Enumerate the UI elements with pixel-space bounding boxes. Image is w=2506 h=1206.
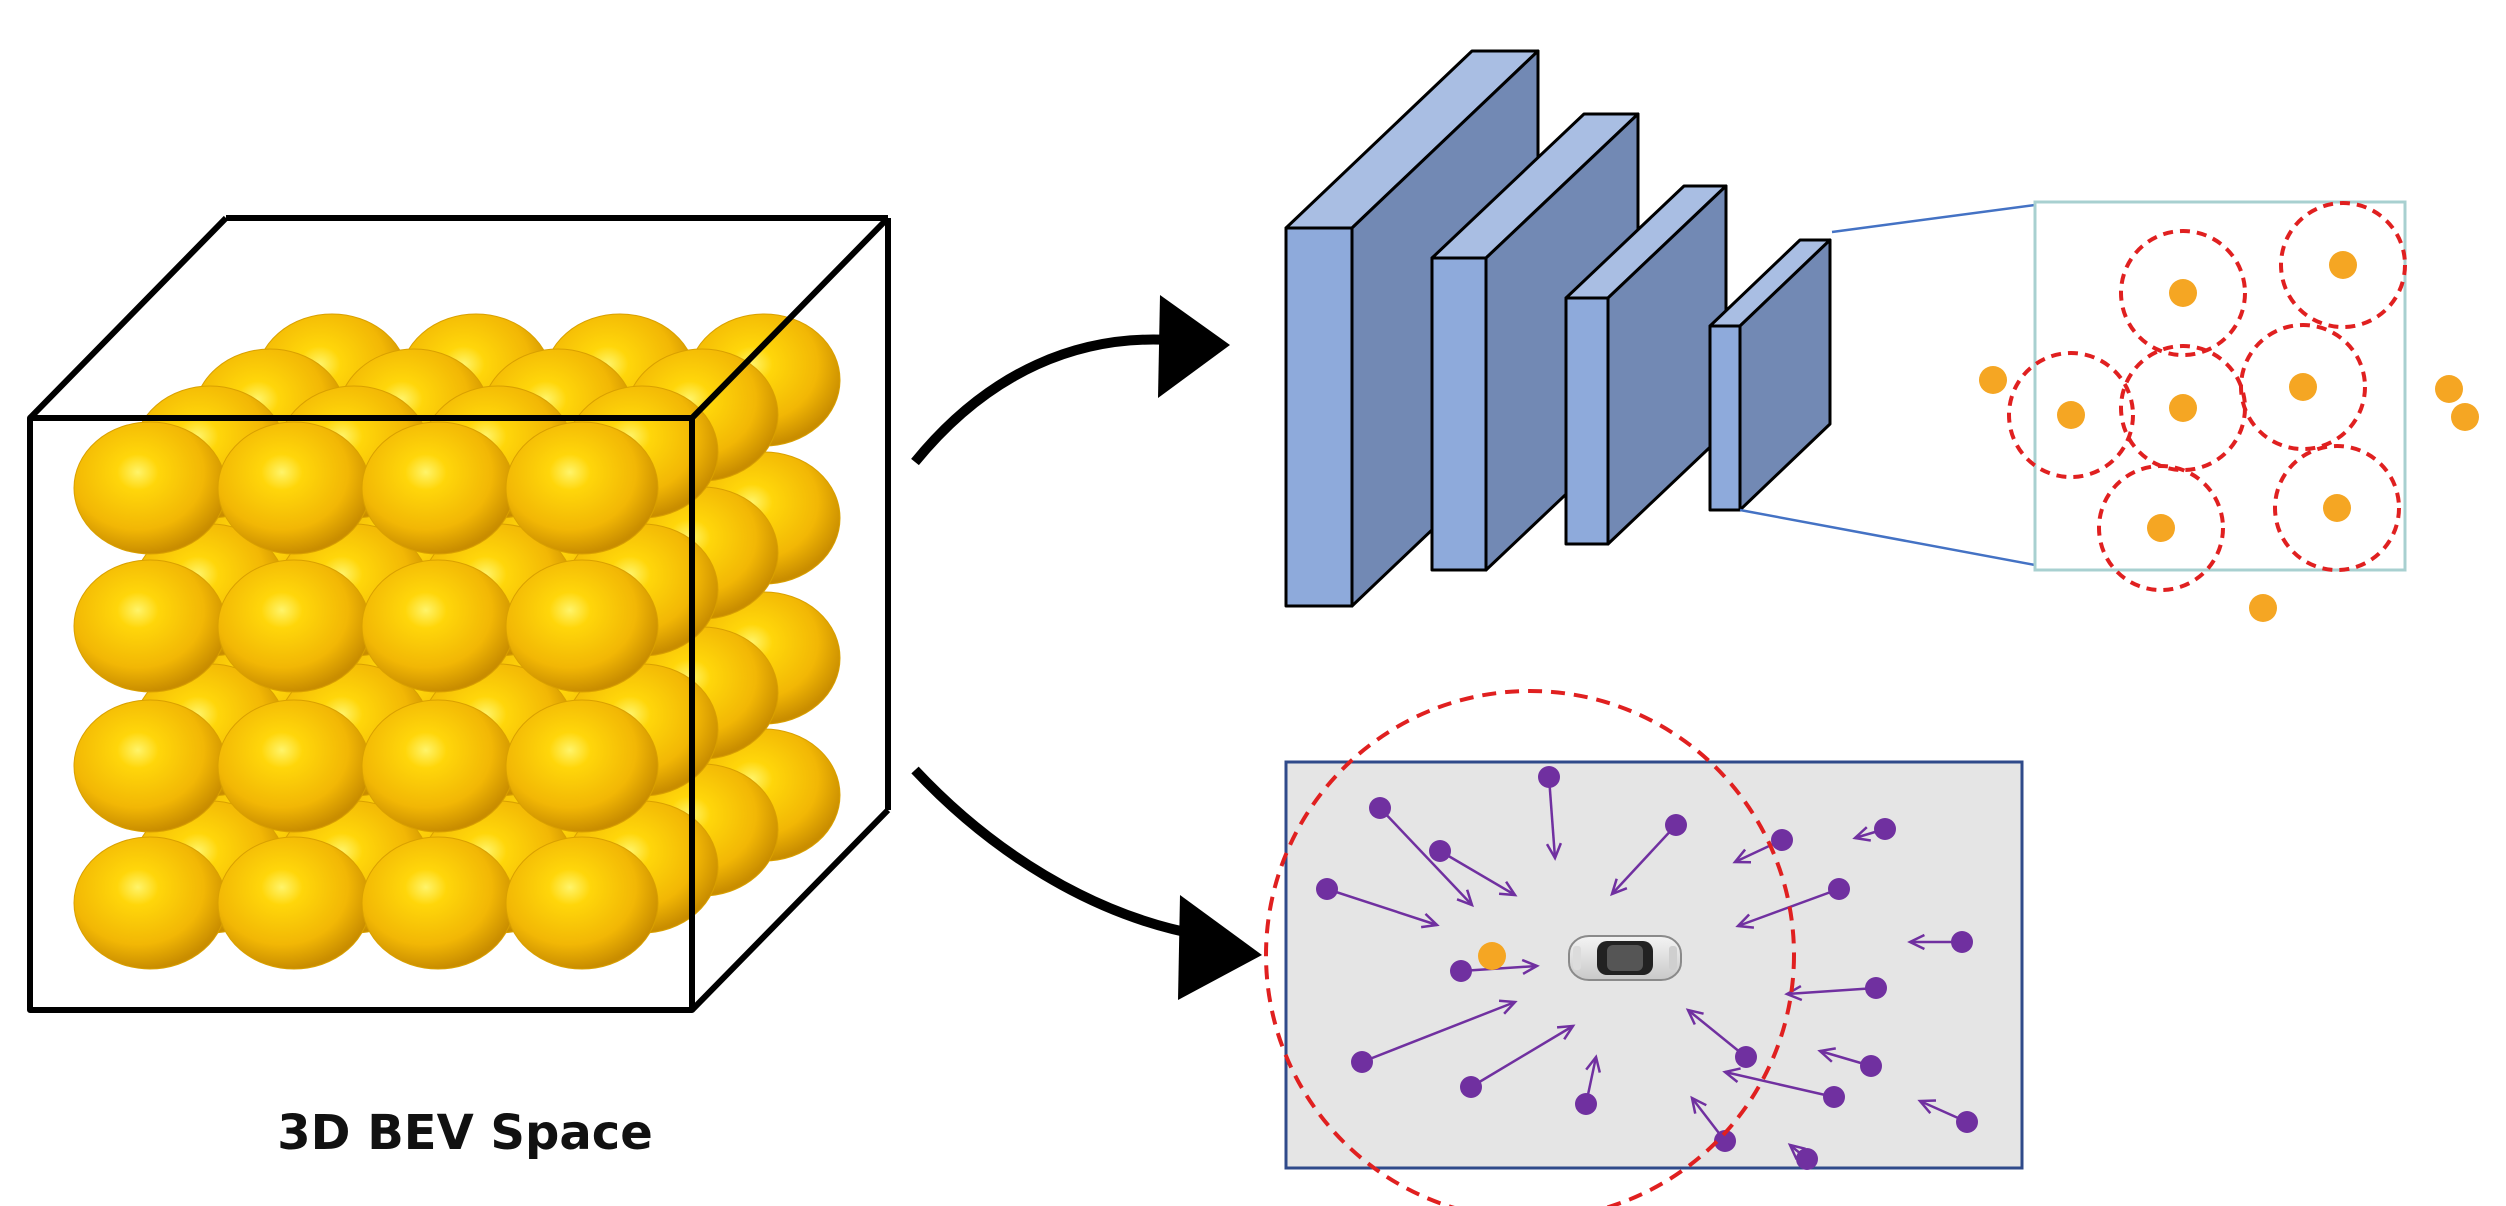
- sphere-cell: [505, 699, 659, 833]
- sphere-cell: [73, 699, 227, 833]
- car-icon: [1568, 935, 1682, 981]
- agent: [1351, 999, 1518, 1073]
- feature-layers: [1284, 49, 1832, 608]
- query-dot: [1979, 366, 2007, 394]
- radius-circle: [2239, 323, 2367, 451]
- agent: [1917, 1099, 1978, 1133]
- agent: [1450, 958, 1540, 982]
- curved-arrow-icon: [911, 766, 1262, 1000]
- agent: [1610, 814, 1687, 897]
- query-dot: [2435, 375, 2463, 403]
- caption: 3D BEV Space: [277, 1105, 653, 1161]
- agent-dot: [1575, 1093, 1597, 1115]
- agent: [1429, 840, 1518, 897]
- query-dot: [2249, 594, 2277, 622]
- agent: [1538, 766, 1563, 861]
- agent-dot: [1860, 1055, 1882, 1077]
- query-dot: [2289, 373, 2317, 401]
- sphere-cell: [73, 559, 227, 693]
- query-dot: [2147, 514, 2175, 542]
- feature-layer: [1564, 184, 1728, 546]
- agent-dot: [1450, 960, 1472, 982]
- sphere-cell: [217, 421, 371, 555]
- radius-circle: [2279, 201, 2407, 329]
- agent: [1685, 1008, 1757, 1068]
- query-point: [1478, 942, 1506, 970]
- agent-dot: [1828, 878, 1850, 900]
- feature-layer: [1708, 238, 1832, 512]
- sphere-cell: [73, 421, 227, 555]
- sphere-cell: [361, 836, 515, 970]
- agent-dot: [1460, 1076, 1482, 1098]
- agent-arrows: [1316, 766, 1978, 1170]
- agent: [1817, 1047, 1882, 1077]
- sphere-cell: [505, 421, 659, 555]
- radius-circle: [2097, 464, 2225, 592]
- query-dot: [2057, 401, 2085, 429]
- sphere-cell: [217, 699, 371, 833]
- query-dot: [2169, 394, 2197, 422]
- query-points: [1979, 201, 2479, 622]
- query-dot: [2323, 494, 2351, 522]
- sphere-cell: [361, 421, 515, 555]
- agent: [1907, 931, 1973, 953]
- sphere-cell: [73, 836, 227, 970]
- agent-dot: [1771, 829, 1793, 851]
- agent-dot: [1316, 878, 1338, 900]
- agent: [1732, 829, 1793, 864]
- query-dot: [2451, 403, 2479, 431]
- agent-dot: [1714, 1130, 1736, 1152]
- agent: [1722, 1067, 1845, 1108]
- agent: [1787, 1143, 1818, 1170]
- radius-circle: [2007, 351, 2135, 479]
- sphere-grid: [73, 313, 841, 970]
- sphere-cell: [505, 559, 659, 693]
- query-dot: [2329, 251, 2357, 279]
- agent: [1460, 1024, 1576, 1098]
- sphere-cell: [361, 699, 515, 833]
- agent-dot: [1351, 1051, 1373, 1073]
- agent-dot: [1429, 840, 1451, 862]
- agent: [1316, 878, 1440, 929]
- radius-circle: [2273, 444, 2401, 572]
- bev-cube: [27, 215, 891, 1013]
- agent: [1369, 797, 1474, 908]
- agent-dot: [1735, 1046, 1757, 1068]
- agent-dot: [1956, 1111, 1978, 1133]
- interaction-radius: [1264, 689, 1796, 1206]
- zoom-panel: [1979, 200, 2479, 622]
- cube-wireframe: [27, 215, 891, 1013]
- sphere-cell: [217, 836, 371, 970]
- agent-map: [1264, 689, 2024, 1206]
- agent: [1575, 1054, 1602, 1115]
- agent-dot: [1951, 931, 1973, 953]
- radius-circle: [2119, 229, 2247, 357]
- agent-dot: [1823, 1086, 1845, 1108]
- agent-dot: [1538, 766, 1560, 788]
- agent-dot: [1369, 797, 1391, 819]
- agent-dot: [1796, 1148, 1818, 1170]
- agent-dot: [1874, 818, 1896, 840]
- sphere-cell: [361, 559, 515, 693]
- zoom-lines: [1739, 203, 2036, 567]
- agent-dot: [1665, 814, 1687, 836]
- query-dot: [2169, 279, 2197, 307]
- sphere-cell: [505, 836, 659, 970]
- agent: [1784, 977, 1887, 1002]
- agent-dot: [1865, 977, 1887, 999]
- curved-arrow-icon: [911, 295, 1230, 466]
- agent: [1852, 818, 1896, 842]
- sphere-cell: [217, 559, 371, 693]
- agent: [1690, 1095, 1736, 1152]
